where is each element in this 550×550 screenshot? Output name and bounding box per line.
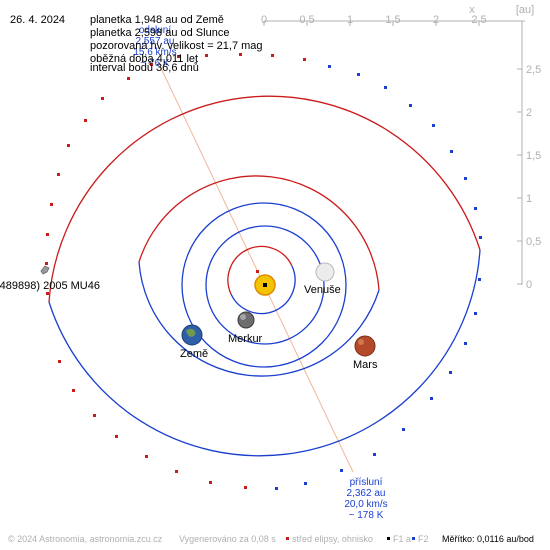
mars-orbit-north xyxy=(138,175,380,291)
x-axis: 0 0,5 1 1,5 2 2,5 x [au] xyxy=(261,4,534,26)
svg-text:odsluní: odsluní xyxy=(139,25,171,36)
scale-label: Měřítko: 0,0116 au/bod xyxy=(442,534,534,544)
generated-time: Vygenerováno za 0,08 s xyxy=(179,534,276,544)
orbit-point-markers xyxy=(45,53,482,490)
mars-label: Mars xyxy=(353,359,378,371)
x-tick-label: 0 xyxy=(261,14,267,26)
aphelion-label: odsluní 2,557 au 15,6 km/s ~ 76 K xyxy=(133,25,176,69)
earth: Země xyxy=(180,324,208,360)
y-tick-label: 0,5 xyxy=(526,236,541,248)
ellipse-center-marker xyxy=(256,270,259,273)
legend-f1-marker xyxy=(387,537,390,540)
venus: Venuše xyxy=(304,262,341,296)
earth-label: Země xyxy=(180,348,208,360)
mars: Mars xyxy=(353,335,378,371)
legend-center: střed elipsy, ohnisko xyxy=(292,534,373,544)
asteroid-orbit-south xyxy=(48,249,481,457)
x-tick-label: 2,5 xyxy=(471,14,486,26)
svg-text:~ 178 K: ~ 178 K xyxy=(349,510,384,521)
svg-text:15,6 km/s: 15,6 km/s xyxy=(133,47,176,58)
mercury: Merkur xyxy=(228,311,263,345)
axis-unit-label: [au] xyxy=(516,4,534,16)
mercury-label: Merkur xyxy=(228,333,263,345)
svg-text:2,362 au: 2,362 au xyxy=(347,488,386,499)
date-label: 26. 4. 2024 xyxy=(10,14,65,26)
y-tick-label: 2,5 xyxy=(526,64,541,76)
x-tick-label: 0,5 xyxy=(299,14,314,26)
svg-text:přísluní: přísluní xyxy=(350,477,383,488)
sun-focus-marker xyxy=(263,283,267,287)
asteroid-orbit-north xyxy=(48,95,481,303)
copyright: © 2024 Astronomia, astronomia.zcu.cz xyxy=(8,534,163,544)
mercury-orbit-north xyxy=(227,245,293,295)
info-line: pozorovaná hv. velikost = 21,7 mag xyxy=(90,40,263,52)
svg-text:20,0 km/s: 20,0 km/s xyxy=(344,499,387,510)
legend-f2: F2 xyxy=(418,534,429,544)
earth-orbit xyxy=(181,202,347,368)
y-tick-label: 2 xyxy=(526,107,532,119)
legend-center-marker xyxy=(286,537,289,540)
asteroid-name: (489898) 2005 MU46 xyxy=(0,280,100,292)
y-axis: 2,5 2 1,5 1 0,5 0 xyxy=(517,26,541,291)
legend-f1: F1 a xyxy=(393,534,411,544)
y-tick-label: 0 xyxy=(526,279,532,291)
asteroid: (489898) 2005 MU46 xyxy=(0,265,100,292)
x-axis-unit: x xyxy=(469,4,475,16)
info-line: planetka 1,948 au od Země xyxy=(90,14,224,26)
info-line: planetka 2,598 au od Slunce xyxy=(90,27,229,39)
x-tick-label: 2 xyxy=(433,14,439,26)
svg-text:~ 76 K: ~ 76 K xyxy=(140,58,170,69)
sun xyxy=(254,270,276,296)
perihelion-label: přísluní 2,362 au 20,0 km/s ~ 178 K xyxy=(344,477,387,521)
footer: © 2024 Astronomia, astronomia.zcu.cz Vyg… xyxy=(8,534,534,544)
legend-f2-marker xyxy=(412,537,415,540)
venus-label: Venuše xyxy=(304,284,341,296)
asteroid-marker xyxy=(40,265,50,275)
info-line: interval bodů 36,6 dnů xyxy=(90,62,199,74)
info-line: oběžná doba 4,011 let xyxy=(90,53,198,65)
y-tick-label: 1 xyxy=(526,193,532,205)
venus-orbit xyxy=(205,225,325,345)
info-block: planetka 1,948 au od Země planetka 2,598… xyxy=(90,14,263,74)
apsis-line xyxy=(159,65,354,473)
svg-text:2,557 au: 2,557 au xyxy=(136,36,175,47)
x-tick-label: 1 xyxy=(347,14,353,26)
y-tick-label: 1,5 xyxy=(526,150,541,162)
mars-orbit-south xyxy=(138,261,380,377)
mercury-orbit-south xyxy=(230,265,296,315)
x-tick-label: 1,5 xyxy=(385,14,400,26)
